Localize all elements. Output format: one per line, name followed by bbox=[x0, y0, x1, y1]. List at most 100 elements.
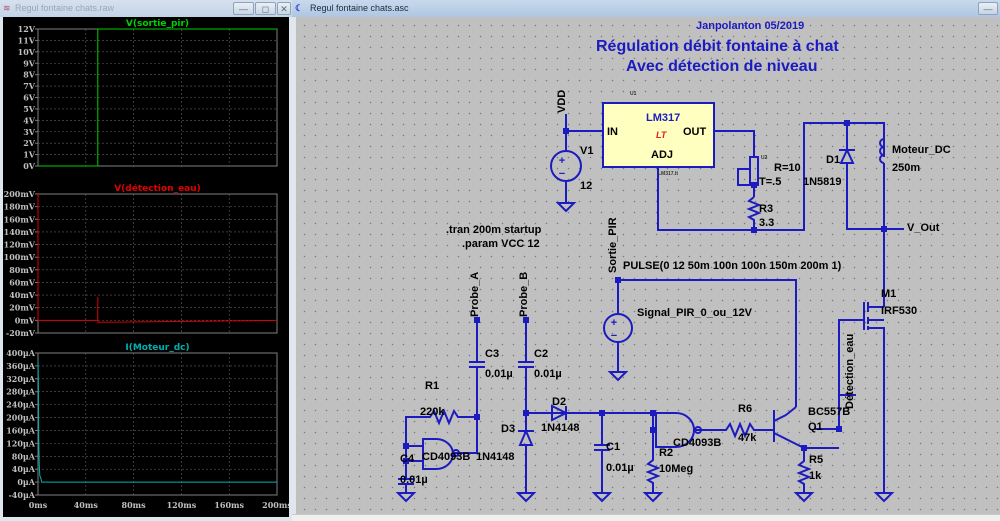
y-tick-label: 7V bbox=[23, 81, 36, 91]
lt-logo-icon: LT bbox=[656, 130, 667, 140]
schematic-heading-2: Avec détection de niveau bbox=[626, 58, 818, 75]
waveform-app-icon: ≋ bbox=[3, 3, 11, 13]
u4-value: CD4093B bbox=[673, 437, 722, 449]
pir-pulse-value: PULSE(0 12 50m 100n 100n 150m 200m 1) bbox=[623, 260, 842, 272]
ground-symbol bbox=[555, 202, 577, 213]
c2-symbol bbox=[518, 320, 534, 413]
lm317-regulator[interactable]: LM317 IN OUT ADJ LT bbox=[602, 102, 715, 168]
d2-symbol bbox=[526, 404, 602, 422]
wire-vdd-in bbox=[565, 114, 602, 132]
r1-value: 220k bbox=[420, 406, 445, 418]
y-tick-label: 200µA bbox=[6, 413, 36, 423]
r1-name: R1 bbox=[425, 380, 440, 392]
plot-frame bbox=[37, 352, 278, 496]
r3-value: 3.3 bbox=[759, 217, 775, 229]
y-tick-label: 320µA bbox=[6, 374, 36, 384]
c1-name: C1 bbox=[606, 441, 621, 453]
waveform-window: ≋ Regul fontaine chats.raw — ◻ ✕ V(sorti… bbox=[0, 0, 292, 521]
series-line bbox=[37, 194, 278, 323]
d2-value: 1N4148 bbox=[541, 422, 580, 434]
y-tick-label: 80mV bbox=[9, 265, 36, 275]
y-tick-label: 0V bbox=[23, 161, 36, 171]
y-tick-label: 120µA bbox=[6, 438, 36, 448]
u1-model: LM317.lt bbox=[658, 171, 679, 177]
y-tick-label: 4V bbox=[23, 115, 36, 125]
r2-name: R2 bbox=[659, 447, 674, 459]
r3-name: R3 bbox=[759, 203, 774, 215]
y-tick-label: 0mV bbox=[15, 315, 36, 325]
plot-title: V(détection_eau) bbox=[114, 183, 201, 194]
tran-directive[interactable]: .tran 200m startup bbox=[446, 224, 542, 236]
y-tick-label: 0µA bbox=[17, 477, 35, 487]
x-tick-label: 160ms bbox=[214, 500, 244, 510]
d1-name: D1 bbox=[826, 154, 841, 166]
r6-symbol bbox=[696, 421, 774, 439]
minimize-button[interactable]: — bbox=[233, 2, 254, 15]
c1-value: 0.01µ bbox=[606, 462, 634, 474]
c3-value: 0.01µ bbox=[485, 368, 513, 380]
y-tick-label: 1V bbox=[23, 150, 36, 160]
wire-out bbox=[715, 130, 755, 157]
series-line bbox=[37, 359, 277, 483]
r2-symbol bbox=[645, 430, 661, 493]
y-tick-label: 140mV bbox=[4, 227, 36, 237]
y-tick-label: 3V bbox=[23, 127, 36, 137]
r6-value: 47k bbox=[738, 432, 757, 444]
y-tick-label: 200mV bbox=[4, 189, 36, 199]
param-directive[interactable]: .param VCC 12 bbox=[462, 238, 540, 250]
schematic-titlebar[interactable]: ☾ Regul fontaine chats.asc — bbox=[292, 0, 1000, 17]
schematic-canvas[interactable]: + − + − Janpolanton 05/2019 Régulation d… bbox=[296, 17, 1000, 515]
motor-coil bbox=[879, 123, 885, 307]
y-tick-label: 160µA bbox=[6, 425, 36, 435]
svg-text:−: − bbox=[611, 330, 617, 342]
schematic-minimize-button[interactable]: — bbox=[978, 2, 998, 15]
r6-name: R6 bbox=[738, 403, 753, 415]
y-tick-label: 5V bbox=[23, 104, 36, 114]
schematic-wires: + − + − bbox=[395, 114, 904, 503]
pot-r: R=10 bbox=[774, 162, 801, 174]
v1-value: 12 bbox=[580, 180, 593, 192]
net-probe-b: Probe_B bbox=[518, 271, 530, 317]
restore-button[interactable]: ◻ bbox=[255, 2, 276, 15]
motor-value: 250m bbox=[892, 162, 921, 174]
y-tick-label: 160mV bbox=[4, 214, 36, 224]
y-tick-label: 400µA bbox=[6, 348, 36, 358]
y-tick-label: 120mV bbox=[4, 240, 36, 250]
x-tick-label: 40ms bbox=[74, 500, 99, 510]
r5-value: 1k bbox=[809, 470, 822, 482]
lm317-name: LM317 bbox=[646, 112, 681, 124]
y-tick-label: 10V bbox=[18, 47, 36, 57]
pir-source-name: Signal_PIR_0_ou_12V bbox=[637, 307, 752, 319]
c3-name: C3 bbox=[485, 348, 500, 360]
x-tick-label: 80ms bbox=[122, 500, 147, 510]
c4-value: 0.01µ bbox=[400, 474, 428, 486]
q1-symbol bbox=[773, 406, 797, 442]
y-tick-label: 360µA bbox=[6, 361, 36, 371]
y-tick-label: 8V bbox=[23, 70, 36, 80]
c2-value: 0.01µ bbox=[534, 368, 562, 380]
lm317-pin-in: IN bbox=[607, 126, 618, 138]
y-tick-label: 180mV bbox=[4, 202, 36, 212]
pot-t: T=.5 bbox=[759, 176, 782, 188]
u3-value: CD4093B bbox=[422, 451, 471, 463]
series-line bbox=[38, 28, 277, 167]
d3-value: 1N4148 bbox=[476, 451, 515, 463]
c1-symbol bbox=[594, 413, 610, 493]
x-tick-label: 200ms bbox=[262, 500, 289, 510]
lm317-pin-adj: ADJ bbox=[651, 149, 674, 161]
v1-source-symbol bbox=[550, 150, 582, 182]
r5-symbol bbox=[796, 448, 812, 493]
u4-nand-symbol bbox=[655, 412, 695, 448]
y-tick-label: 280µA bbox=[6, 387, 36, 397]
x-tick-label: 0ms bbox=[29, 500, 48, 510]
c2-name: C2 bbox=[534, 348, 549, 360]
y-tick-label: -20mV bbox=[6, 328, 36, 338]
waveform-titlebar[interactable]: ≋ Regul fontaine chats.raw — ◻ ✕ bbox=[0, 0, 292, 17]
m1-symbol bbox=[863, 302, 885, 493]
net-detection-eau: Détection_eau bbox=[844, 333, 856, 409]
y-tick-label: 20mV bbox=[9, 303, 36, 313]
close-button[interactable]: ✕ bbox=[277, 2, 291, 15]
schematic-window-title: Regul fontaine chats.asc bbox=[310, 3, 409, 13]
v1-name: V1 bbox=[580, 145, 594, 157]
